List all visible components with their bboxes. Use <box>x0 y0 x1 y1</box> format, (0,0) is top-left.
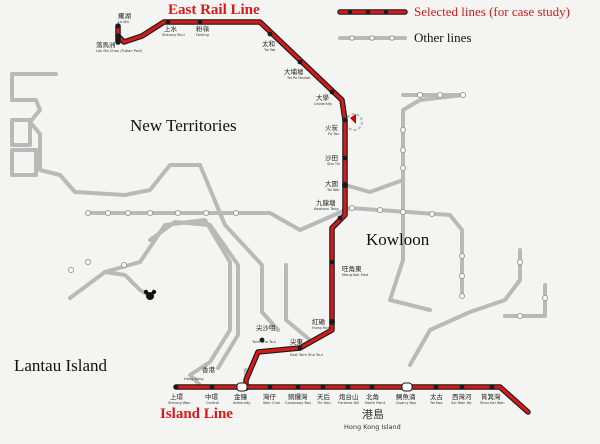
station-tst-en: Tsim Sha Tsui <box>251 340 276 344</box>
station-lok-ma-chau-zh: 落馬洲 <box>96 40 116 49</box>
island-line-title: Island Line <box>160 406 233 422</box>
station-mong-kok-east-en: Mong Kok East <box>342 273 369 277</box>
kwun-tong-line <box>388 93 465 312</box>
station-sheung-shui-en: Sheung Shui <box>162 33 185 37</box>
island-line-station-labels: 上環 Sheung Wan 中環 Central 金鐘 Admiralty 灣仔… <box>168 392 505 405</box>
east-rail-stations <box>115 19 348 351</box>
station-hung-hom-zh: 紅磡 <box>312 317 326 326</box>
station-shau-kei-wan-zh: 筲箕灣 <box>481 392 501 401</box>
grey-stations <box>68 92 548 319</box>
tsuen-wan-line <box>198 163 280 332</box>
legend: Selected lines (for case study) Other li… <box>337 4 570 45</box>
station-north-point-en: North Point <box>365 401 386 405</box>
other-lines <box>10 72 548 387</box>
tuen-ma-line <box>86 206 464 298</box>
station-lo-wu-zh: 羅湖 <box>118 11 132 20</box>
station-quarry-bay-zh: 鰂魚涌 <box>396 392 416 401</box>
station-hong-kong-zh: 香港 <box>202 365 216 374</box>
region-hk-island-en: Hong Kong Island <box>344 423 401 431</box>
station-kowloon-tong-en: Kowloon Tong <box>314 207 338 211</box>
station-sai-wan-ho-zh: 西灣河 <box>452 392 472 401</box>
station-tst-zh: 尖沙咀 <box>256 323 276 332</box>
station-tai-wo-en: Tai Wo <box>263 48 275 52</box>
legend-other-label: Other lines <box>414 30 471 45</box>
station-fo-tan-zh: 火炭 <box>325 124 339 132</box>
station-admiralty-en: Admiralty <box>233 401 251 405</box>
tung-chung-loop <box>10 118 32 147</box>
station-sai-wan-ho-en: Sai Wan Ho <box>451 401 471 405</box>
station-lo-wu-en: Lo Wu <box>118 20 129 24</box>
station-central-zh: 中環 <box>205 392 219 401</box>
tko-line <box>408 248 522 367</box>
station-tin-hau-en: Tin Hau <box>316 401 331 405</box>
station-university-zh: 大學 <box>316 93 330 102</box>
station-sha-tin-en: Sha Tin <box>327 162 340 166</box>
station-hung-hom-en: Hung Hom <box>312 326 332 330</box>
tung-chung-loop-2 <box>10 148 38 177</box>
station-tin-hau-zh: 天后 <box>317 392 331 401</box>
station-sheung-wan-en: Sheung Wan <box>168 401 191 405</box>
station-sha-tin-zh: 沙田 <box>325 154 338 162</box>
station-east-tst-zh: 尖東 <box>290 337 304 346</box>
island-line-stations <box>173 382 495 392</box>
station-fanling-en: Fanling <box>196 33 209 37</box>
legend-selected-label: Selected lines (for case study) <box>414 4 570 19</box>
east-rail-title: East Rail Line <box>168 2 260 18</box>
island-line <box>173 382 531 415</box>
kowloon-link <box>284 263 312 342</box>
west-rail-line <box>10 72 202 197</box>
east-rail-station-labels: 羅湖 Lo Wu 落馬洲 Lok Ma Chau (Futian Port) 上… <box>96 11 369 381</box>
station-causeway-bay-zh: 銅鑼灣 <box>288 392 308 401</box>
region-new-territories: New Territories <box>130 116 237 135</box>
station-tai-wo-zh: 太和 <box>262 39 275 48</box>
station-wan-chai-zh: 灣仔 <box>263 392 277 401</box>
station-quarry-bay-en: Quarry Bay <box>396 401 417 405</box>
region-lantau: Lantau Island <box>14 356 107 375</box>
station-admiralty-zh: 金鐘 <box>234 392 248 401</box>
station-shau-kei-wan-en: Shau Kei Wan <box>480 401 505 405</box>
station-tai-wai-zh: 大圍 <box>325 179 338 188</box>
station-north-point-zh: 北角 <box>366 392 379 401</box>
racecourse-icon <box>345 113 363 131</box>
station-tai-po-market-en: Tai Po Market <box>286 76 311 80</box>
station-east-tst-en: East Tsim Sha Tsui <box>290 353 323 357</box>
station-mong-kok-east-zh: 旺角東 <box>342 264 362 273</box>
east-rail-line <box>115 19 348 391</box>
station-tai-po-market-zh: 大埔墟 <box>284 67 304 76</box>
airport-express <box>148 220 240 370</box>
station-central-en: Central <box>206 401 219 405</box>
station-fo-tan-en: Fo Tan <box>328 132 339 136</box>
station-sheung-wan-zh: 上環 <box>170 392 184 401</box>
station-causeway-bay-en: Causeway Bay <box>285 401 312 405</box>
station-fortress-hill-zh: 炮台山 <box>339 392 359 401</box>
station-lok-ma-chau-en: Lok Ma Chau (Futian Port) <box>96 49 143 53</box>
station-hong-kong-en: Hong Kong <box>184 377 204 381</box>
station-tai-koo-en: Tai Koo <box>429 401 443 405</box>
station-sheung-shui-zh: 上水 <box>164 24 178 33</box>
station-university-en: University <box>314 102 333 106</box>
ma-on-shan-line <box>343 178 405 194</box>
region-kowloon: Kowloon <box>366 230 430 249</box>
disneyland-icon <box>143 289 157 300</box>
station-tai-wai-en: Tai Wai <box>326 188 339 192</box>
region-hk-island-zh: 港島 <box>362 407 384 421</box>
station-tai-koo-zh: 太古 <box>430 392 444 401</box>
station-wan-chai-en: Wan Chai <box>263 401 280 405</box>
station-fanling-zh: 粉嶺 <box>196 24 210 33</box>
station-fortress-hill-en: Fortress Hill <box>338 401 359 405</box>
station-kowloon-tong-zh: 九龍塘 <box>316 198 336 207</box>
